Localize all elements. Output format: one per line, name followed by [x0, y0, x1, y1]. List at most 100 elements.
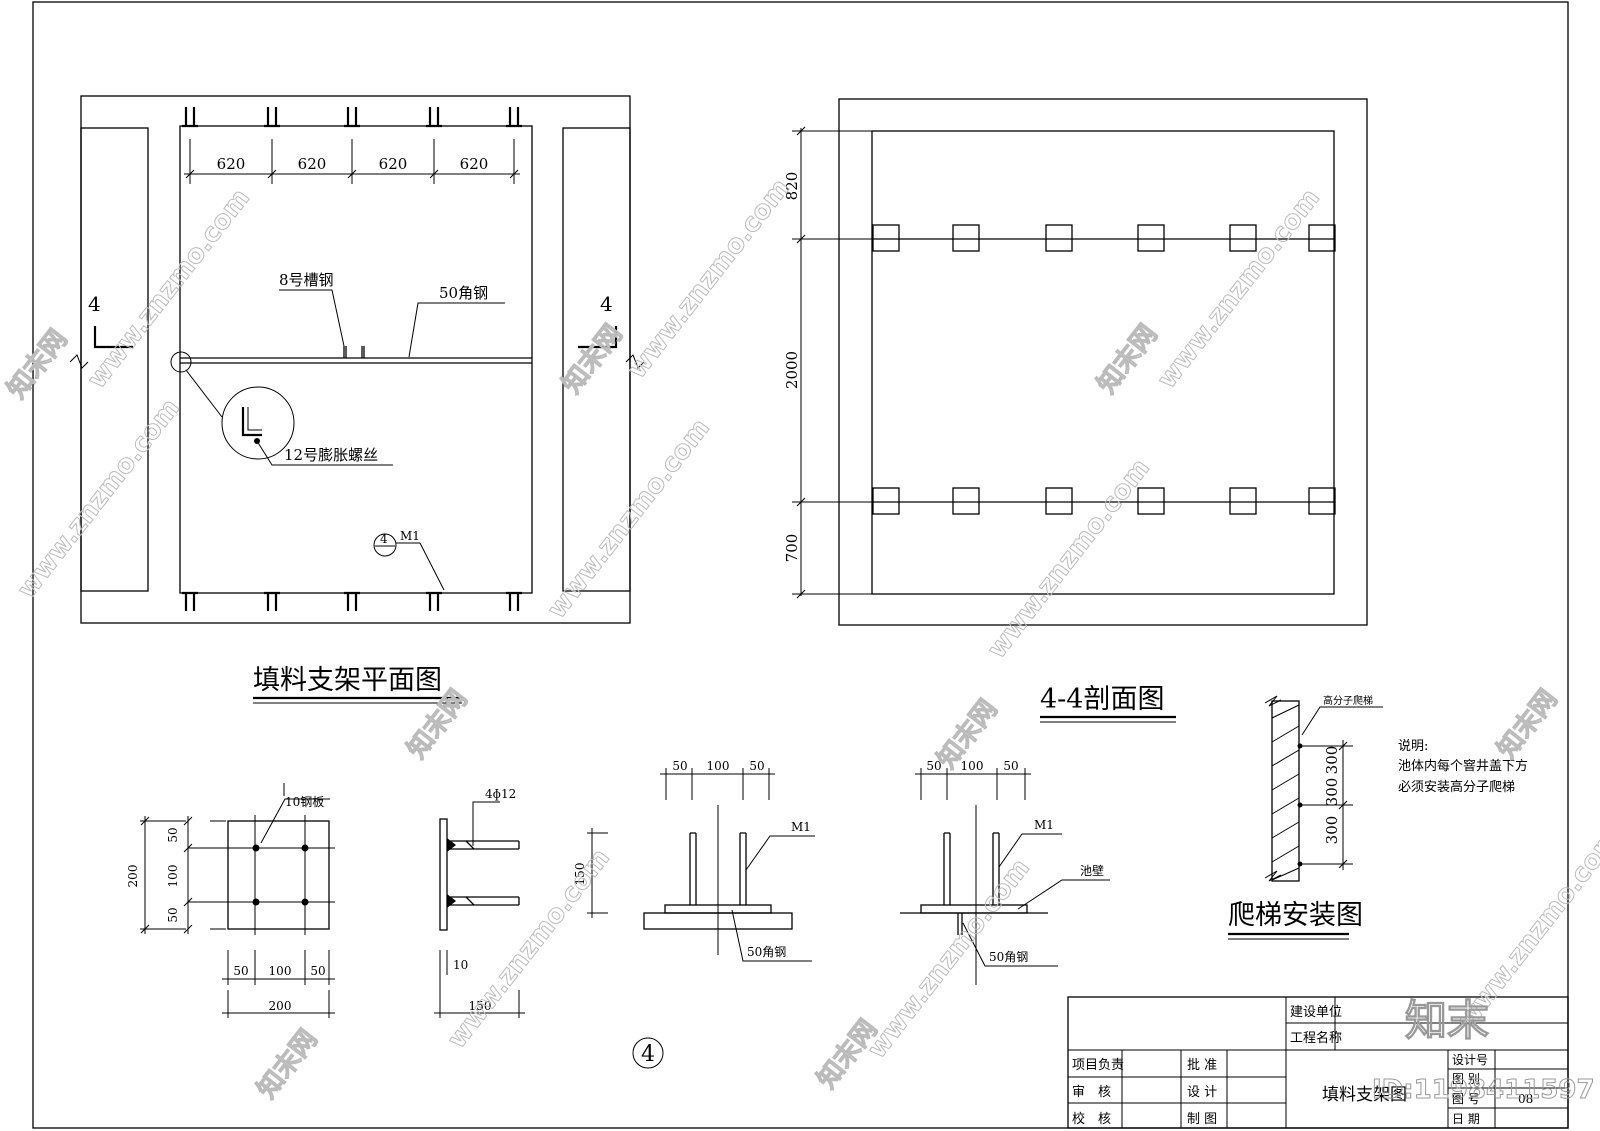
svg-text:300: 300 [1323, 816, 1341, 845]
label-channel-steel: 8号槽钢 [279, 271, 334, 289]
svg-text:200: 200 [269, 999, 292, 1013]
plan-dim-2: 620 [298, 155, 327, 173]
svg-text:制 图: 制 图 [1187, 1112, 1217, 1127]
svg-text:图 号: 图 号 [1452, 1092, 1480, 1106]
svg-text:08: 08 [1518, 1092, 1533, 1106]
ladder-detail: 300 300 300 高分子爬梯 爬梯安装图 [1228, 694, 1383, 940]
svg-text:50: 50 [926, 759, 941, 773]
svg-text:知末网: 知末网 [252, 1024, 324, 1104]
plan-view: 620 620 620 620 8号槽钢 50角钢 12号膨胀螺丝 4 4 4 … [69, 95, 645, 704]
svg-text:校 核: 校 核 [1072, 1111, 1111, 1127]
svg-text:图 别: 图 别 [1452, 1072, 1480, 1086]
label-c-m1: M1 [791, 820, 811, 834]
plan-top-anchors [184, 107, 520, 611]
svg-text:必须安装高分子爬梯: 必须安装高分子爬梯 [1398, 779, 1515, 795]
svg-text:审 核: 审 核 [1072, 1085, 1111, 1100]
svg-text:50: 50 [749, 759, 764, 773]
plan-dim-1: 620 [217, 155, 246, 173]
svg-text:50: 50 [672, 759, 687, 773]
svg-text:池体内每个窨井盖下方: 池体内每个窨井盖下方 [1398, 758, 1528, 774]
svg-text:工程名称: 工程名称 [1290, 1030, 1342, 1046]
plan-left-wall [80, 127, 149, 592]
section-dim-3: 700 [783, 534, 801, 563]
svg-text:50: 50 [310, 964, 325, 978]
title-block: 建设单位 工程名称 项目负责 审 核 校 核 批 准 设 计 制 图 填料支架图… [1067, 996, 1569, 1129]
svg-text:建设单位: 建设单位 [1290, 1005, 1342, 1020]
section-dim-2: 2000 [783, 351, 801, 389]
svg-text:M1: M1 [400, 529, 420, 543]
svg-text:知末网: 知末网 [402, 684, 474, 764]
label-expansion-bolt: 12号膨胀螺丝 [284, 446, 378, 464]
plan-outer-wall [80, 95, 631, 624]
section-lower-beams [872, 487, 1336, 515]
channel-steel-section [343, 346, 365, 358]
label-d-angle: 50角钢 [989, 950, 1028, 964]
watermark-id: ID:1198411597 [1372, 1075, 1595, 1105]
svg-text:4: 4 [380, 532, 388, 546]
svg-text:www.znzmo.com: www.znzmo.com [442, 843, 616, 1054]
svg-text:4: 4 [600, 292, 613, 316]
plan-dim-4: 620 [460, 155, 489, 173]
label-pool-wall: 池壁 [1080, 863, 1104, 878]
label-polymer-ladder: 高分子爬梯 [1323, 694, 1373, 707]
svg-text:10: 10 [453, 958, 468, 972]
detail-plate: 10钢板 50 100 50 200 50 100 50 200 [126, 783, 335, 1018]
sheet-border [32, 1, 1569, 1129]
svg-text:日 期: 日 期 [1452, 1112, 1480, 1126]
svg-text:200: 200 [126, 865, 140, 888]
svg-text:150: 150 [573, 863, 587, 886]
svg-text:知末网: 知末网 [2, 324, 74, 404]
plan-dim-3: 620 [379, 155, 408, 173]
svg-text:150: 150 [469, 999, 492, 1013]
detail-index: 4 [641, 1042, 655, 1067]
label-d-m1: M1 [1034, 818, 1054, 832]
svg-text:100: 100 [961, 759, 984, 773]
svg-text:批 准: 批 准 [1187, 1058, 1217, 1073]
svg-text:www.znzmo.com: www.znzmo.com [1152, 183, 1326, 394]
svg-text:www.znzmo.com: www.znzmo.com [12, 393, 186, 604]
detail-bracket-d: 50 100 50 M1 池壁 50角钢 [900, 759, 1110, 985]
plan-dimension [184, 139, 520, 184]
section-upper-beams [872, 224, 1336, 252]
svg-text:知末网: 知末网 [1492, 684, 1564, 764]
detail-side: 4ɸ12 10 150 [434, 787, 525, 1018]
svg-text:100: 100 [269, 964, 292, 978]
plan-right-wall [562, 127, 631, 592]
bolt-detail-circle [221, 386, 295, 460]
label-c-angle: 50角钢 [747, 945, 786, 959]
svg-text:300: 300 [1323, 746, 1341, 775]
svg-text:说明:: 说明: [1398, 739, 1428, 754]
svg-text:50: 50 [166, 907, 180, 922]
svg-text:www.znzmo.com: www.znzmo.com [982, 453, 1156, 664]
label-4phi12: 4ɸ12 [485, 787, 516, 801]
plan-title: 填料支架平面图 [253, 665, 442, 696]
svg-text:100: 100 [707, 759, 730, 773]
plate-bolts [252, 844, 309, 906]
svg-text:50: 50 [166, 827, 180, 842]
svg-text:设 计: 设 计 [1187, 1085, 1217, 1100]
section-dim-1: 820 [783, 172, 801, 201]
svg-text:项目负责: 项目负责 [1072, 1058, 1124, 1073]
section-mark-left [93, 326, 133, 349]
svg-text:4: 4 [88, 292, 101, 316]
drawing-name: 填料支架图 [1322, 1085, 1407, 1105]
svg-text:www.znzmo.com: www.znzmo.com [542, 413, 716, 624]
svg-text:50: 50 [233, 964, 248, 978]
section-title: 4-4剖面图 [1040, 684, 1164, 715]
section-mark-right [578, 326, 618, 349]
m1-circle [373, 533, 397, 557]
label-steel-plate: 10钢板 [285, 795, 324, 809]
detail-index-circle [632, 1037, 664, 1069]
svg-text:300: 300 [1323, 778, 1341, 807]
section-view: 820 2000 700 4-4剖面图 [783, 98, 1368, 723]
svg-text:www.znzmo.com: www.znzmo.com [622, 173, 796, 384]
svg-text:50: 50 [1003, 759, 1018, 773]
label-angle-steel: 50角钢 [439, 284, 488, 302]
notes: 说明: 池体内每个窨井盖下方 必须安装高分子爬梯 [1398, 739, 1528, 795]
svg-text:设计号: 设计号 [1452, 1053, 1488, 1067]
svg-text:100: 100 [166, 865, 180, 888]
watermark-logo: 知末 [1405, 996, 1489, 1045]
detail-bracket-c: 50 100 50 150 M1 50角钢 [573, 759, 815, 962]
svg-text:知末网: 知末网 [1092, 319, 1164, 399]
ladder-title: 爬梯安装图 [1228, 900, 1363, 931]
